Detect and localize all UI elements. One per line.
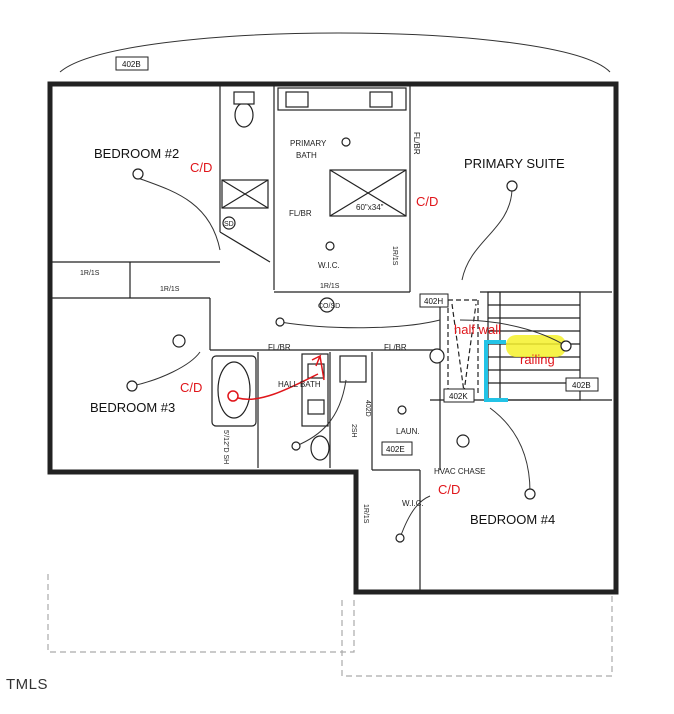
shelf-label: 5'/12"D SH (222, 430, 229, 464)
redline-markup (227, 354, 325, 402)
tag-box-402b-right (565, 377, 599, 392)
annotation-cd-3: C/D (180, 380, 202, 395)
primary-bath-fixtures (221, 87, 407, 217)
tag-402e: 402E (386, 445, 405, 454)
room-primary-suite: PRIMARY SUITE (464, 156, 565, 171)
smoke-detectors (172, 216, 470, 448)
tag-box-402b-top (115, 56, 149, 71)
annotation-railing: railing (520, 352, 555, 367)
fl-br-2: FL/BR (268, 343, 291, 352)
sd-label: SD (224, 221, 234, 228)
laun-shelf-1: 402D (364, 400, 371, 417)
room-primary-bath-2: BATH (296, 151, 317, 160)
tag-box-402h (419, 293, 449, 308)
room-wic-2: W.I.C. (402, 499, 424, 508)
fl-br-1: FL/BR (289, 209, 312, 218)
tag-402k: 402K (449, 392, 468, 401)
laun-shelf-2: 2SH (350, 424, 357, 438)
hall-bath-fixtures (211, 353, 367, 461)
fl-br-4: FL/BR (412, 132, 421, 155)
annotation-cd-2: C/D (416, 194, 438, 209)
room-bedroom3: BEDROOM #3 (90, 400, 175, 415)
room-bedroom2: BEDROOM #2 (94, 146, 179, 161)
annotation-cd-4: C/D (438, 482, 460, 497)
rs-5: 1R/1S (362, 504, 369, 524)
room-hvac-chase: HVAC CHASE (434, 467, 485, 476)
patio-outline-left (47, 574, 355, 653)
room-primary-bath-1: PRIMARY (290, 139, 327, 148)
wiring (131, 177, 567, 539)
room-bedroom4: BEDROOM #4 (470, 512, 555, 527)
light-fixtures (126, 137, 572, 543)
rs-4: 1R/1S (391, 246, 398, 266)
highlight-railing (506, 335, 566, 357)
co-sd-label: CO/SD (318, 303, 340, 310)
half-wall-outline (447, 299, 479, 396)
top-arc (59, 32, 611, 73)
annotation-cd-1: C/D (190, 160, 212, 175)
shower-size: 60"x34" (356, 203, 384, 212)
room-hall-bath: HALL BATH (278, 380, 321, 389)
rs-3: 1R/1S (320, 283, 340, 290)
tag-box-402e (381, 441, 413, 456)
exterior-wall (47, 81, 619, 595)
rs-1: 1R/1S (80, 270, 100, 277)
patio-outline-right (341, 594, 613, 677)
tag-402h: 402H (424, 297, 443, 306)
annotation-half-wall: half wall (454, 322, 501, 337)
highlight-cyan (484, 340, 508, 402)
fl-br-3: FL/BR (384, 343, 407, 352)
room-wic-1: W.I.C. (318, 261, 340, 270)
room-laun: LAUN. (396, 427, 420, 436)
rs-2: 1R/1S (160, 286, 180, 293)
tag-402b-top: 402B (122, 60, 141, 69)
watermark-text: TMLS (6, 676, 49, 693)
tag-box-402k (443, 388, 475, 403)
tag-402b-right: 402B (572, 381, 591, 390)
